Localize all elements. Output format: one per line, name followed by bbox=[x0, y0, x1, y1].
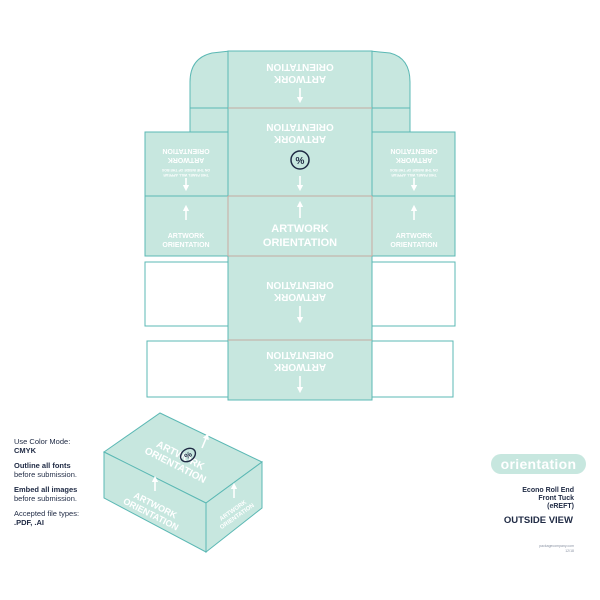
orientation-label: ORIENTATION bbox=[162, 147, 209, 154]
box-top-logo: % bbox=[179, 447, 197, 463]
orientation-label: ORIENTATION bbox=[263, 237, 337, 249]
file-types-label: Accepted file types: bbox=[14, 509, 80, 518]
logo-glyph: % bbox=[296, 156, 305, 167]
logo-icon bbox=[179, 447, 197, 463]
artwork-label: ARTWORK bbox=[271, 223, 328, 235]
right-side-panel bbox=[371, 195, 456, 257]
artwork-label: ARTWORK bbox=[273, 291, 326, 302]
embed-images-sub: before submission. bbox=[14, 494, 77, 503]
back-panel-artwork: ARTWORK ORIENTATION bbox=[266, 349, 333, 372]
view-label: OUTSIDE VIEW bbox=[503, 515, 573, 526]
product-line3: (eREFT) bbox=[547, 503, 574, 510]
top-flap-artwork: ARTWORK ORIENTATION bbox=[266, 61, 333, 84]
left-side-upper-artwork: THIS PANEL WILL APPEAR ON THE INSIDE OF … bbox=[161, 147, 210, 177]
footer-site: packagecompany.com bbox=[539, 544, 574, 548]
orientation-label: ORIENTATION bbox=[162, 242, 209, 249]
logo-icon bbox=[290, 150, 310, 170]
outline-fonts-sub: before submission. bbox=[14, 470, 77, 479]
embed-images-note: Embed all images bbox=[14, 485, 78, 494]
footer-info: packagecompany.com 12/18 bbox=[539, 544, 574, 554]
logo-glyph: % bbox=[183, 450, 194, 461]
color-mode-value: CMYK bbox=[14, 446, 37, 455]
product-line1: Econo Roll End bbox=[522, 487, 574, 494]
submission-instructions: Use Color Mode: CMYK Outline all fonts b… bbox=[14, 437, 134, 527]
orientation-label: ORIENTATION bbox=[390, 242, 437, 249]
orientation-label: ORIENTATION bbox=[266, 121, 333, 132]
artwork-label: ARTWORK bbox=[168, 233, 205, 240]
outline-fonts-note: Outline all fonts bbox=[14, 461, 71, 470]
orientation-label: ORIENTATION bbox=[266, 279, 333, 290]
artwork-label: ARTWORK bbox=[273, 361, 326, 372]
side-note-line2: ON THE INSIDE OF THE BOX bbox=[389, 168, 438, 172]
orientation-label: ORIENTATION bbox=[390, 147, 437, 154]
product-info: Econo Roll End Front Tuck (eREFT) bbox=[522, 487, 574, 511]
arrow-icon bbox=[201, 433, 209, 449]
box-side-face bbox=[205, 461, 263, 554]
brand-logo: orientation bbox=[491, 454, 586, 474]
artwork-label: ARTWORK bbox=[396, 156, 433, 163]
product-line2: Front Tuck bbox=[538, 495, 574, 502]
right-bottom-flap bbox=[371, 261, 456, 327]
artwork-label: ARTWORK bbox=[168, 156, 205, 163]
artwork-label: ARTWORK bbox=[396, 233, 433, 240]
lid-artwork: ARTWORK ORIENTATION bbox=[266, 121, 333, 144]
side-note-line2: ON THE INSIDE OF THE BOX bbox=[161, 168, 210, 172]
bottom-panel bbox=[227, 255, 373, 341]
left-back-flap bbox=[146, 340, 229, 398]
side-note-line1: THIS PANEL WILL APPEAR bbox=[391, 173, 437, 177]
right-side-upper-artwork: THIS PANEL WILL APPEAR ON THE INSIDE OF … bbox=[389, 147, 438, 177]
right-back-flap bbox=[371, 340, 454, 398]
file-types-value: .PDF, .AI bbox=[14, 518, 45, 527]
color-mode-label: Use Color Mode: bbox=[14, 437, 71, 446]
artwork-label: ARTWORK bbox=[273, 73, 326, 84]
bottom-panel-artwork: ARTWORK ORIENTATION bbox=[266, 279, 333, 302]
footer-version: 12/18 bbox=[565, 549, 574, 553]
orientation-label: ORIENTATION bbox=[266, 61, 333, 72]
side-note-line1: THIS PANEL WILL APPEAR bbox=[163, 173, 209, 177]
left-bottom-flap bbox=[144, 261, 229, 327]
artwork-label: ARTWORK bbox=[273, 133, 326, 144]
orientation-label: ORIENTATION bbox=[266, 349, 333, 360]
